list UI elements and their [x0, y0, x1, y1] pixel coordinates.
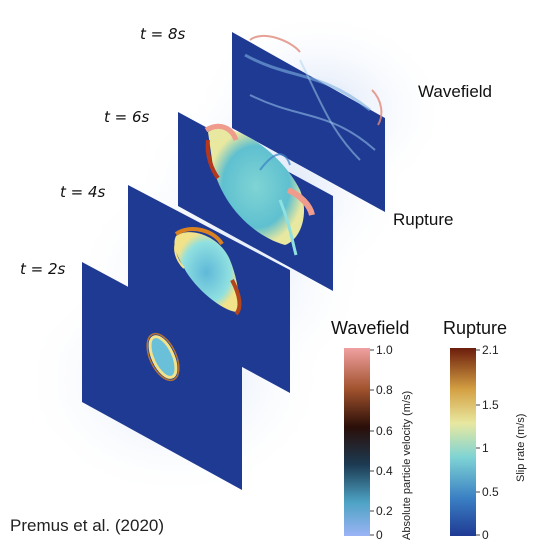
wavefield-colorbar-title: Wavefield — [331, 318, 410, 338]
wavefield-side-label: Wavefield — [418, 82, 493, 101]
rupture-axis-title: Slip rate (m/s) — [515, 413, 527, 482]
rupture-colorbar — [450, 348, 476, 536]
time-label-2s: t = 2s — [20, 260, 66, 278]
wavefield-tick: 0.8 — [376, 383, 393, 397]
rupture-tick: 0.5 — [482, 485, 499, 499]
rupture-tick: 1.5 — [482, 398, 499, 412]
wavefield-tick: 0.4 — [376, 464, 393, 478]
rupture-tick: 0 — [482, 528, 489, 542]
wavefield-tick: 0 — [376, 528, 383, 542]
wavefield-colorbar — [344, 348, 370, 536]
wavefield-tick: 0.2 — [376, 504, 393, 518]
slice-t2 — [82, 262, 242, 490]
slice-t6 — [178, 112, 333, 291]
rupture-tick: 2.1 — [482, 343, 499, 357]
slice-t8 — [232, 32, 385, 212]
time-label-4s: t = 4s — [60, 183, 106, 201]
slice-t4 — [128, 185, 290, 393]
time-label-6s: t = 6s — [104, 108, 150, 126]
rupture-tick: 1 — [482, 441, 489, 455]
citation-credit: Premus et al. (2020) — [10, 516, 165, 535]
wavefield-tick: 0.6 — [376, 424, 393, 438]
rupture-colorbar-title: Rupture — [443, 318, 508, 338]
wavefield-axis-title: Absolute particle velocity (m/s) — [401, 390, 413, 540]
time-label-8s: t = 8s — [140, 25, 186, 43]
wavefield-tick: 1.0 — [376, 343, 393, 357]
rupture-side-label: Rupture — [393, 210, 454, 229]
